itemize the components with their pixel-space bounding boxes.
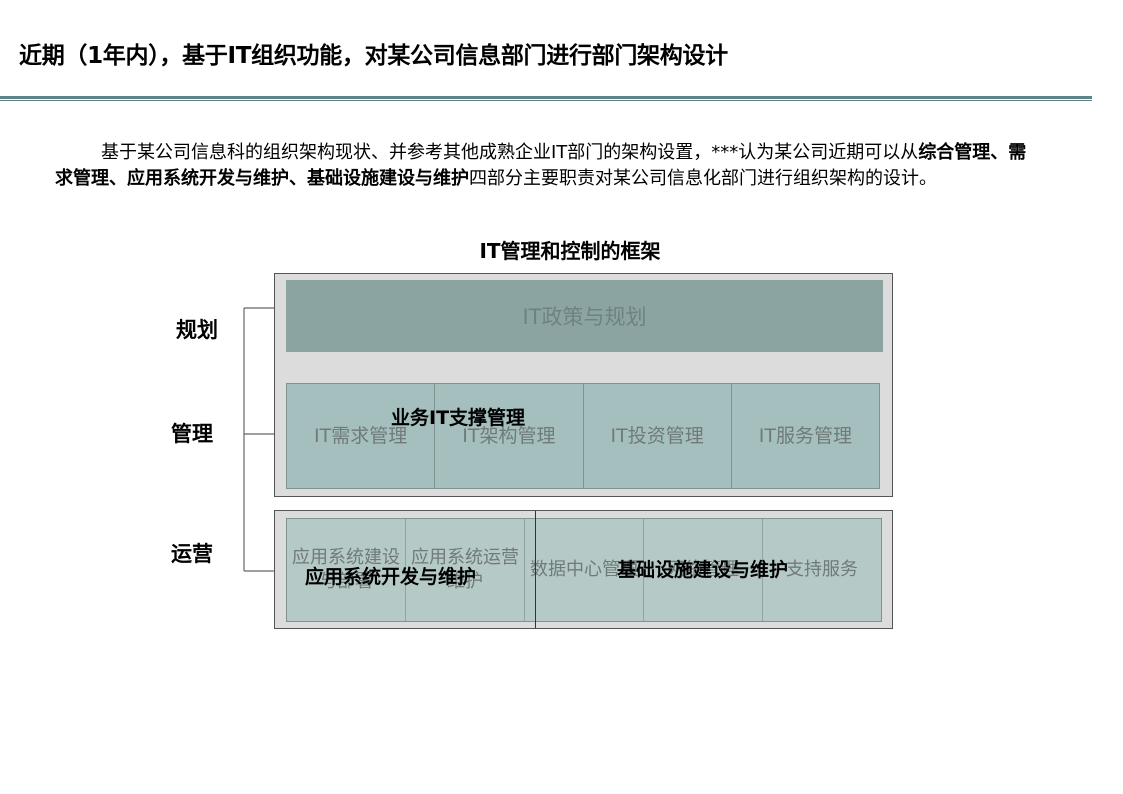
page-title: 近期（1年内），基于IT组织功能，对某公司信息部门进行部门架构设计	[19, 43, 728, 69]
cell-app-ops-maintenance: 应用系统运营维护	[406, 519, 525, 621]
intro-bold-text: 综合管理、需求管理、应用系统开发与维护、基础设施建设与维护	[55, 142, 1027, 189]
infra-overlay-label: 基础设施建设与维护	[617, 559, 789, 581]
management-overlay-label: 业务IT支撑管理	[391, 407, 526, 429]
side-label-planning: 规划	[176, 318, 218, 342]
cell-service-mgmt: IT服务管理	[758, 425, 852, 447]
cell-demand-mgmt: IT需求管理	[287, 384, 436, 488]
cell-datacenter-mgmt: 数据中心管理	[525, 519, 644, 621]
title-rule-thin	[0, 100, 1092, 101]
operations-divider	[535, 511, 536, 628]
side-label-operations: 运营	[171, 542, 213, 566]
intro-text-2: 四部分主要职责对某公司信息化部门进行组织架构的设计。	[469, 168, 937, 189]
operations-row: 应用系统建设与部署 应用系统运营维护 数据中心管理 网络管理 支持服务	[286, 518, 882, 622]
title-rule	[0, 96, 1092, 99]
intro-paragraph: 基于某公司信息科的组织架构现状、并参考其他成熟企业IT部门的架构设置，***认为…	[55, 140, 1040, 192]
cell-support-service: 支持服务	[763, 519, 881, 621]
intro-text-1: 基于某公司信息科的组织架构现状、并参考其他成熟企业IT部门的架构设置，***认为…	[101, 142, 919, 163]
cell-investment-mgmt: IT投资管理	[584, 384, 732, 488]
side-label-management: 管理	[171, 422, 213, 446]
framework-title: IT管理和控制的框架	[479, 239, 661, 263]
policy-box: IT政策与规划	[286, 280, 883, 352]
cell-app-build-deploy: 应用系统建设与部署	[287, 519, 406, 621]
app-overlay-label: 应用系统开发与维护	[305, 566, 477, 588]
cell-architecture-mgmt: IT架构管理	[435, 384, 584, 488]
management-row: IT需求管理 IT架构管理 IT投资管理 IT服务管理	[286, 383, 880, 489]
cell-network-mgmt: 网络管理	[644, 519, 763, 621]
